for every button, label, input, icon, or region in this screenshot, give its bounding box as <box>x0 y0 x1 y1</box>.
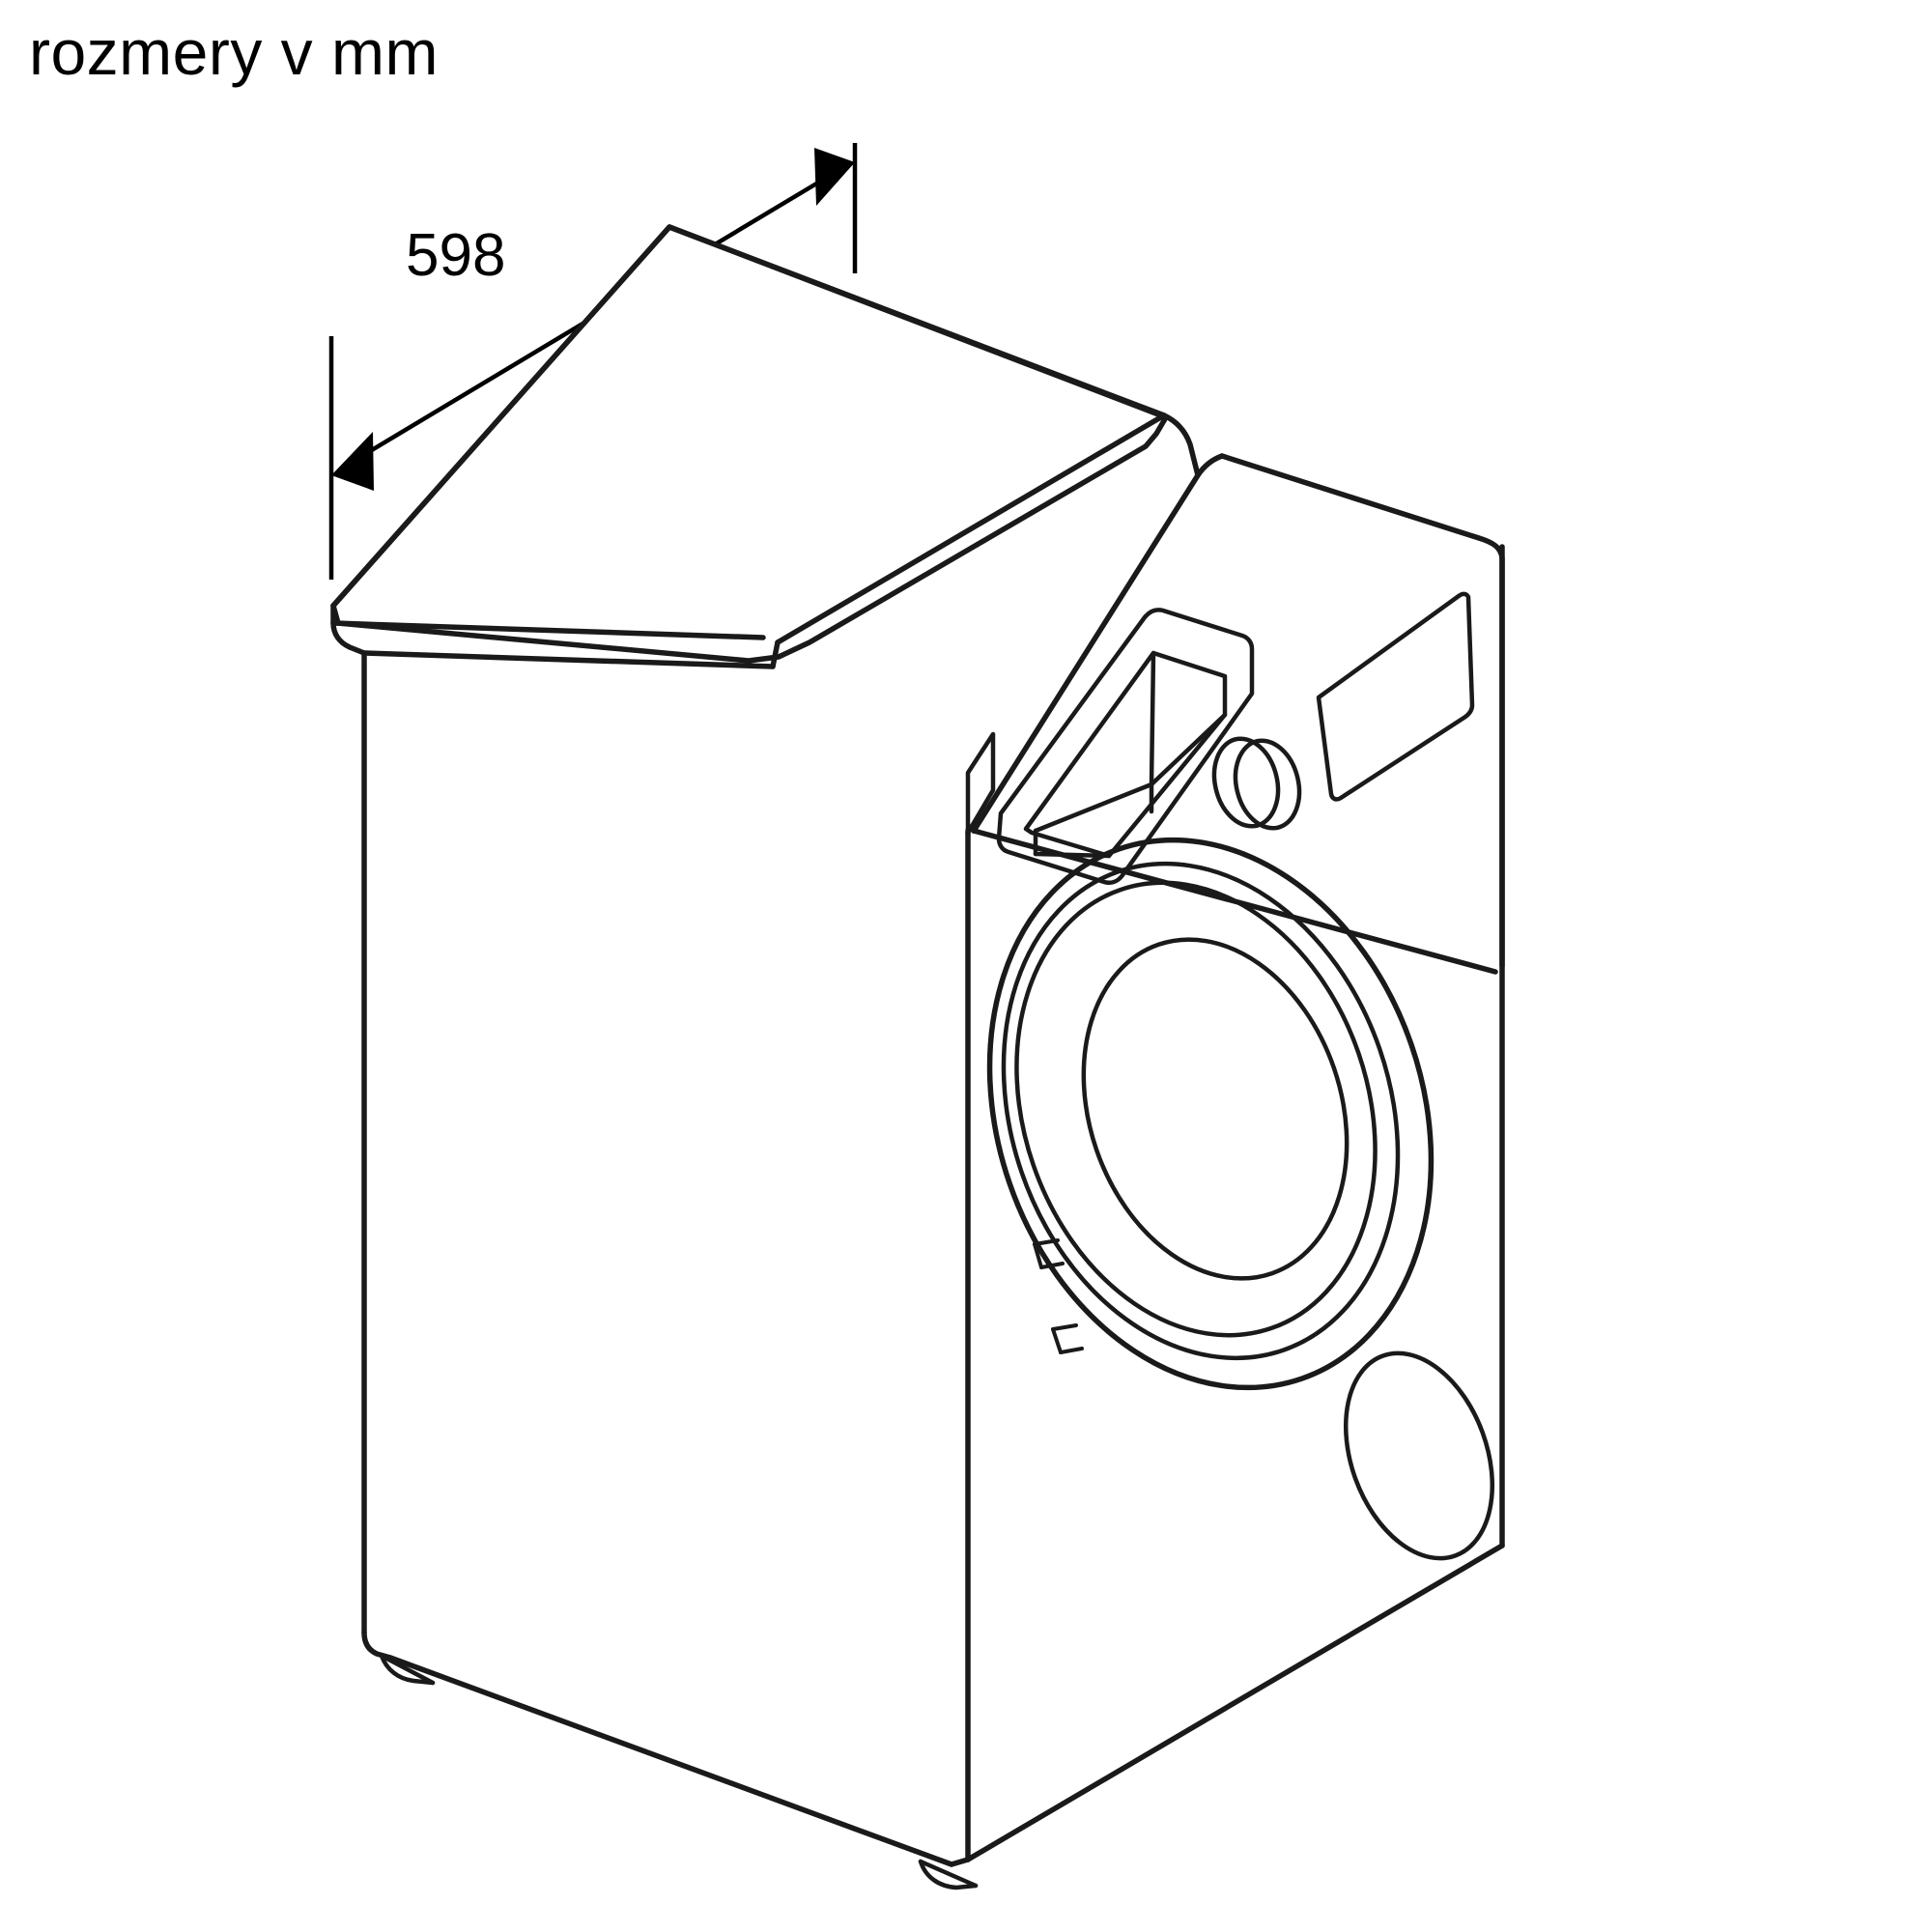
units-caption: rozmery v mm <box>29 16 439 88</box>
door-handle-notch-upper-side <box>1033 1242 1043 1269</box>
door-handle-notch-lower-base <box>1059 1347 1084 1354</box>
door-handle-notch-lower-side <box>1051 1327 1063 1354</box>
worktop-thickness-front <box>361 650 776 669</box>
worktop-edge-back-left <box>330 224 672 609</box>
program-knob[interactable] <box>1206 732 1308 836</box>
detergent-drawer-handle-bottom <box>1033 851 1112 859</box>
worktop-edge-front-right <box>775 412 1167 645</box>
dimension-arrowhead-left <box>331 432 374 491</box>
display-panel[interactable] <box>1316 591 1475 802</box>
dimension-label-598: 598 <box>406 222 505 289</box>
porthole-door[interactable] <box>919 780 1503 1448</box>
body-bottom-left-join <box>949 1857 971 1867</box>
fascia-top-right-edge <box>1219 453 1505 561</box>
pump-filter-cap[interactable] <box>1320 1333 1520 1579</box>
dimension-arrowhead-right <box>814 148 855 206</box>
worktop-thickness-right-join <box>770 639 781 669</box>
foot-front-left-base <box>918 1859 979 1889</box>
washing-machine <box>330 224 1520 1890</box>
adjustable-feet <box>379 1653 979 1890</box>
display-panel-bezel <box>1316 591 1475 802</box>
foot-front-left <box>918 1859 979 1890</box>
detergent-drawer[interactable] <box>996 608 1255 885</box>
pump-filter-cap-outline <box>1343 1350 1495 1561</box>
detergent-drawer-divider <box>1149 650 1156 787</box>
door-handle-notch-upper-base <box>1039 1262 1065 1269</box>
detergent-drawer-handle-ledge <box>1033 781 1154 834</box>
body-edge-bottom-left <box>387 1655 954 1867</box>
worktop-corner-right-round <box>1161 412 1201 478</box>
fascia-left-return <box>965 731 996 836</box>
worktop-underedge <box>330 620 766 640</box>
worktop-edge-back-right <box>667 224 1167 418</box>
worktop-top-face <box>330 224 1169 664</box>
door-bezel-ring <box>1001 861 1401 1361</box>
foot-rear-left-base <box>379 1653 436 1686</box>
door-seal-ring <box>1014 880 1378 1338</box>
detergent-drawer-recess <box>1023 650 1228 859</box>
program-knob-front-ring <box>1233 738 1302 831</box>
door-outer-rim <box>986 837 1435 1391</box>
door-handle-notch-upper <box>1033 1238 1060 1246</box>
body-edge-bottom-front <box>965 1543 1505 1862</box>
detergent-drawer-handle-top <box>1149 712 1228 787</box>
door-handle-notch-lower <box>1051 1323 1078 1331</box>
detergent-drawer-outer-frame <box>996 608 1255 885</box>
program-knob-back-ring <box>1211 736 1281 829</box>
fascia-top-edge <box>971 453 1225 834</box>
door-glass <box>1081 937 1350 1281</box>
foot-rear-left <box>379 1653 436 1686</box>
body-corner-bottom-left <box>361 1630 393 1661</box>
